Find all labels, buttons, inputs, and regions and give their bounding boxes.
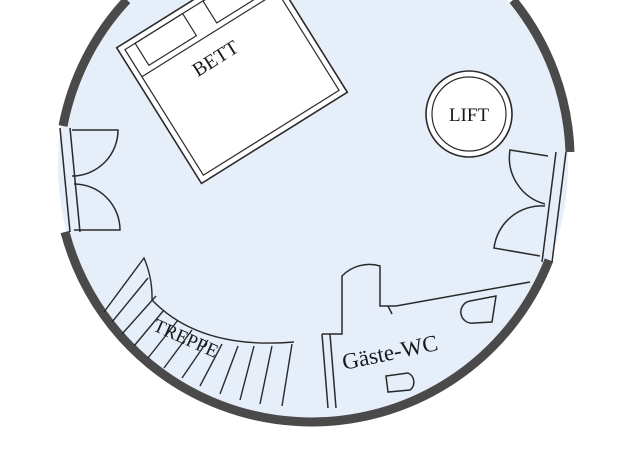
outer-wall-lower-left <box>60 230 554 427</box>
sink <box>385 372 415 393</box>
pillow-left <box>134 12 198 67</box>
right-double-door <box>493 149 567 263</box>
pillow-right <box>202 0 266 24</box>
left-double-door <box>59 127 121 233</box>
lift-label: LIFT <box>449 105 490 126</box>
duvet <box>141 0 278 78</box>
toilet <box>460 295 497 324</box>
outer-wall-upper-left <box>58 0 131 127</box>
bed: BETT <box>115 0 349 185</box>
lift: LIFT <box>425 70 513 158</box>
outer-wall-upper-right <box>509 0 575 153</box>
